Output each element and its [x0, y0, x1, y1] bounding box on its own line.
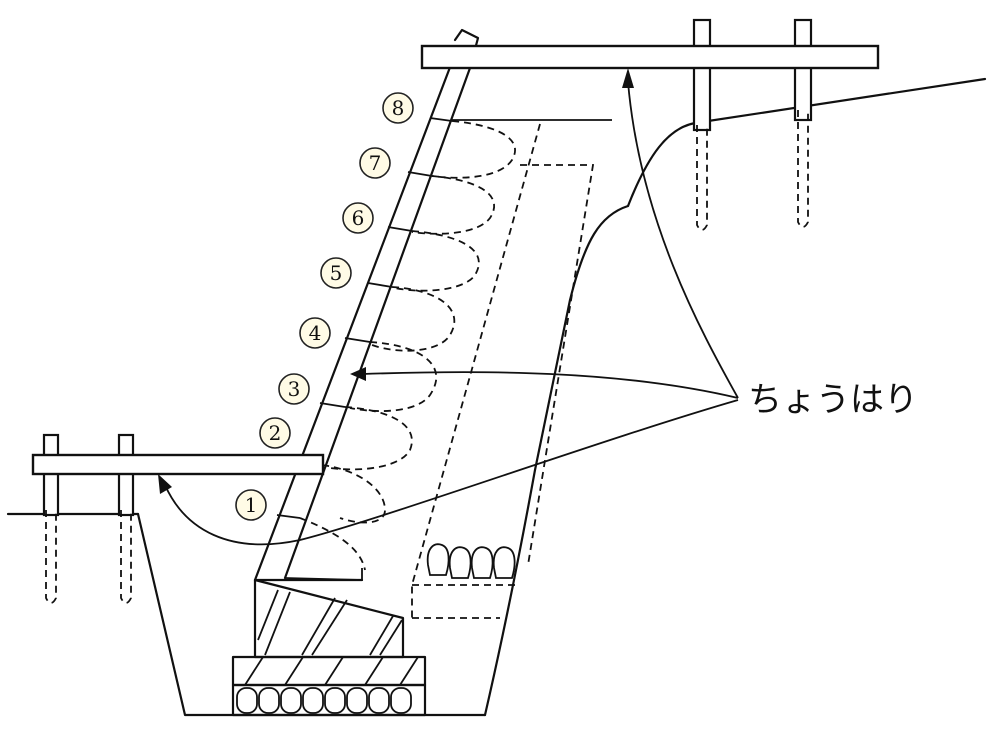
step-marker-6: 6 [342, 202, 374, 234]
wall-face-inner [283, 66, 472, 580]
arrow-to-wall-face [362, 371, 739, 399]
batter-board-top [420, 44, 880, 70]
left-stake-2-buried [120, 510, 132, 604]
step-marker-1: 1 [235, 489, 267, 521]
batter-board-bottom [31, 453, 325, 476]
foundation-hatching [244, 656, 419, 686]
foundation-rubble-bed [231, 683, 427, 717]
svg-text:5: 5 [330, 261, 343, 285]
svg-text:4: 4 [309, 321, 322, 345]
step-marker-3: 3 [278, 373, 310, 405]
foundation-concrete [231, 655, 427, 687]
foundation [231, 655, 427, 717]
svg-text:8: 8 [392, 96, 405, 120]
wall-toe-line [284, 568, 363, 581]
right-stake-1 [692, 18, 712, 132]
wall-base-outline [253, 578, 405, 659]
right-ground-line [626, 77, 987, 208]
arrow-to-top-board [627, 81, 739, 399]
right-stake-2 [793, 18, 813, 122]
step-markers: 1 2 3 4 5 6 7 8 [235, 92, 414, 521]
backfill-lifts [299, 119, 612, 571]
wall-base-hatching [257, 589, 403, 656]
foundation-rubble-stones [236, 687, 412, 714]
drain-stones [426, 543, 516, 579]
right-stake-2-buried [797, 110, 809, 228]
step-marker-7: 7 [359, 147, 391, 179]
wall-face [253, 28, 480, 582]
callout-label: ちょうはり [748, 380, 918, 420]
drainage-zone [411, 123, 595, 619]
wall-face-outer [253, 60, 454, 582]
left-stake-1-buried [45, 510, 57, 604]
svg-text:7: 7 [369, 151, 382, 175]
step-marker-2: 2 [259, 417, 291, 449]
step-marker-4: 4 [299, 317, 331, 349]
step-marker-8: 8 [382, 92, 414, 124]
batter-boards [31, 44, 880, 476]
svg-text:1: 1 [245, 493, 258, 517]
svg-text:6: 6 [352, 206, 365, 230]
ground-lines [6, 77, 987, 516]
excavation-right-slope [483, 204, 630, 717]
arrow-to-bottom-board [164, 399, 739, 546]
step-marker-5: 5 [320, 257, 352, 289]
callout-arrows [158, 68, 739, 546]
right-stake-1-buried [696, 125, 708, 231]
svg-text:3: 3 [288, 377, 301, 401]
wall-base [253, 578, 405, 659]
svg-text:2: 2 [269, 421, 282, 445]
